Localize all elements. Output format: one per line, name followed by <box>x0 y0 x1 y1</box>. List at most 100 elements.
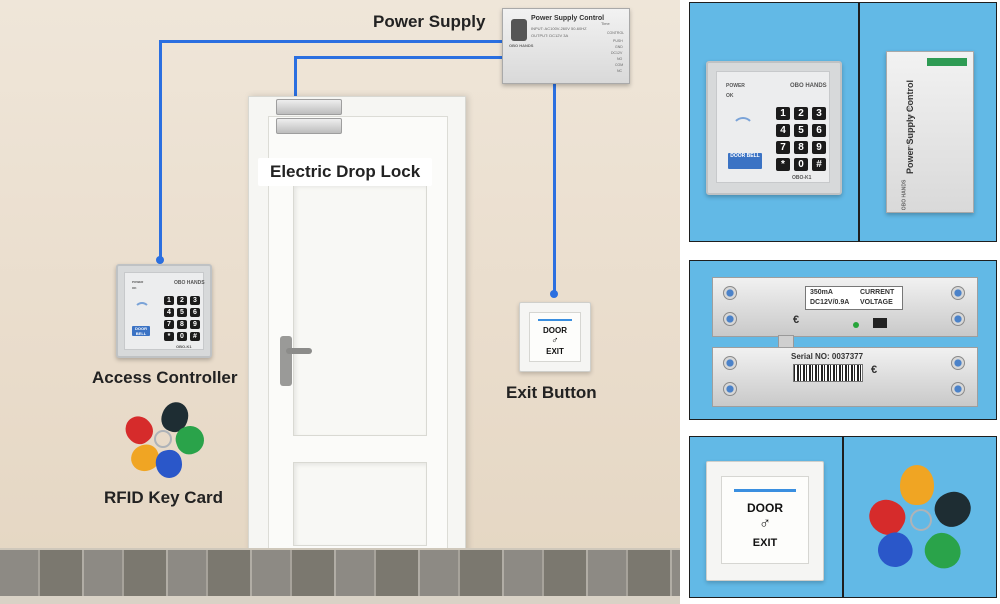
keypad-key: 7 <box>164 320 174 329</box>
lock-current-label: CURRENT <box>860 289 895 296</box>
wire-controller-horizontal <box>159 40 503 43</box>
tile-rfid-key-fobs <box>860 461 980 581</box>
wire-lock-vertical <box>294 58 297 102</box>
keypad-model: OBO-K1 <box>176 344 192 349</box>
tile-psu-brand: OBO HANDS <box>901 179 908 211</box>
rfid-key-fobs <box>120 398 212 481</box>
keypad-key: 6 <box>190 308 200 317</box>
screw-icon <box>951 286 965 300</box>
psu-time: Time <box>601 21 610 26</box>
power-supply-unit: Power Supply Control OBO HANDS INPUT: AC… <box>502 8 630 84</box>
tile-exit-button-face: DOOR ♂ EXIT <box>721 476 809 564</box>
exit-button-face: DOOR ♂ EXIT <box>529 312 581 362</box>
lock-barcode-sticker <box>793 364 863 382</box>
rfid-reader-icon <box>134 302 150 318</box>
product-tile-exit-fobs: DOOR ♂ EXIT <box>689 436 997 598</box>
floor-strip <box>0 596 680 604</box>
fob-green <box>918 526 968 576</box>
wire-lock-horizontal <box>294 56 502 59</box>
key-icon: ♂ <box>551 335 559 346</box>
psu-input: INPUT: AC100V-260V 50-60HZ <box>531 26 587 31</box>
lock-current-value: 350mA <box>810 289 833 296</box>
keypad-key: 8 <box>794 141 808 154</box>
keypad-key: 3 <box>812 107 826 120</box>
keypad-key: 8 <box>177 320 187 329</box>
psu-terminal: CONTROL <box>607 31 625 35</box>
tile-lock-lower-body: Serial NO: 0037377 € <box>712 347 978 407</box>
lock-spec: DC12V/0.9A <box>810 299 850 306</box>
lock-voltage-label: VOLTAGE <box>860 299 893 306</box>
fob-orange <box>900 465 934 505</box>
label-power-supply: Power Supply <box>373 12 486 31</box>
tile-exit-door-text: DOOR <box>747 501 783 515</box>
screw-icon <box>723 356 737 370</box>
psu-terminal: COM <box>615 63 624 67</box>
keypad-key: * <box>776 158 790 171</box>
keypad-key: 4 <box>164 308 174 317</box>
lock-serial: Serial NO: 0037377 <box>791 352 864 361</box>
keypad-key: # <box>190 332 200 341</box>
fob-key-ring <box>154 430 172 448</box>
keypad-key: 0 <box>794 158 808 171</box>
lock-dip-switch <box>873 318 887 328</box>
screw-icon <box>951 312 965 326</box>
keypad-key: * <box>164 332 174 341</box>
psu-logo-icon <box>511 19 527 41</box>
keypad-indicator-ok: OK <box>132 286 137 290</box>
access-controller-keypad: POWER OK OBO HANDS DOOR BELL 1 2 3 4 5 6… <box>116 264 212 358</box>
door-bell-icon: DOOR BELL <box>132 326 150 336</box>
psu-terminal: GND <box>615 45 623 49</box>
tile-keypad-indicator-power: POWER <box>726 83 745 89</box>
tile-key-icon: ♂ <box>759 515 771 532</box>
label-access-controller: Access Controller <box>92 368 238 387</box>
keypad-key: 4 <box>776 124 790 137</box>
wire-dot-exit <box>550 290 558 298</box>
tile-divider <box>842 437 844 597</box>
exit-exit-text: EXIT <box>546 347 564 356</box>
fob-blue <box>153 447 185 481</box>
tile-keypad-model: OBO-K1 <box>792 175 812 181</box>
keypad-key: 6 <box>812 124 826 137</box>
tile-rfid-reader-icon <box>732 117 754 139</box>
wire-dot-controller <box>156 256 164 264</box>
keypad-key: 5 <box>794 124 808 137</box>
psu-terminal: NO <box>617 57 623 61</box>
tile-psu-input: INPUT: AC100V-260V 50-60HZ <box>906 96 912 153</box>
product-tile-keypad-psu: POWER OK OBO HANDS DOOR BELL 1 2 3 4 5 6… <box>689 2 997 242</box>
screw-icon <box>951 356 965 370</box>
electric-drop-lock-top <box>276 99 342 115</box>
keypad-key: 0 <box>177 332 187 341</box>
tile-exit-button-plate: DOOR ♂ EXIT <box>706 461 824 581</box>
screw-icon <box>723 382 737 396</box>
door-upper-panel <box>293 184 427 436</box>
fob-key-ring <box>910 509 932 531</box>
keypad-key: 5 <box>177 308 187 317</box>
tile-keypad-brand: OBO HANDS <box>790 83 827 89</box>
wire-exit-vertical <box>553 84 556 292</box>
keypad-key: # <box>812 158 826 171</box>
tile-lock-upper-body: 350mA CURRENT DC12V/0.9A VOLTAGE € <box>712 277 978 337</box>
screw-icon <box>723 286 737 300</box>
tile-exit-indicator-bar <box>734 489 796 492</box>
stone-skirting <box>0 548 680 600</box>
label-exit-button: Exit Button <box>506 383 597 402</box>
keypad-key: 2 <box>794 107 808 120</box>
keypad-indicator-power: POWER <box>132 280 144 284</box>
ce-mark-icon: € <box>871 364 878 376</box>
keypad-brand: OBO HANDS <box>174 280 205 286</box>
fob-red <box>120 410 158 450</box>
keypad-key: 7 <box>776 141 790 154</box>
label-electric-drop-lock: Electric Drop Lock <box>258 158 433 186</box>
keypad-key: 1 <box>776 107 790 120</box>
product-tile-drop-lock: 350mA CURRENT DC12V/0.9A VOLTAGE € Seria… <box>689 260 997 420</box>
door-lower-panel <box>293 462 427 546</box>
keypad-key: 1 <box>164 296 174 305</box>
keypad-key: 9 <box>812 141 826 154</box>
psu-terminal: NC <box>617 69 623 73</box>
psu-terminal: PUSH <box>613 39 623 43</box>
door-handle-lever <box>286 348 312 354</box>
keypad-key: 3 <box>190 296 200 305</box>
tile-keypad-indicator-ok: OK <box>726 93 734 99</box>
tile-exit-exit-text: EXIT <box>752 537 778 549</box>
tile-keypad: POWER OK OBO HANDS DOOR BELL 1 2 3 4 5 6… <box>706 61 842 195</box>
